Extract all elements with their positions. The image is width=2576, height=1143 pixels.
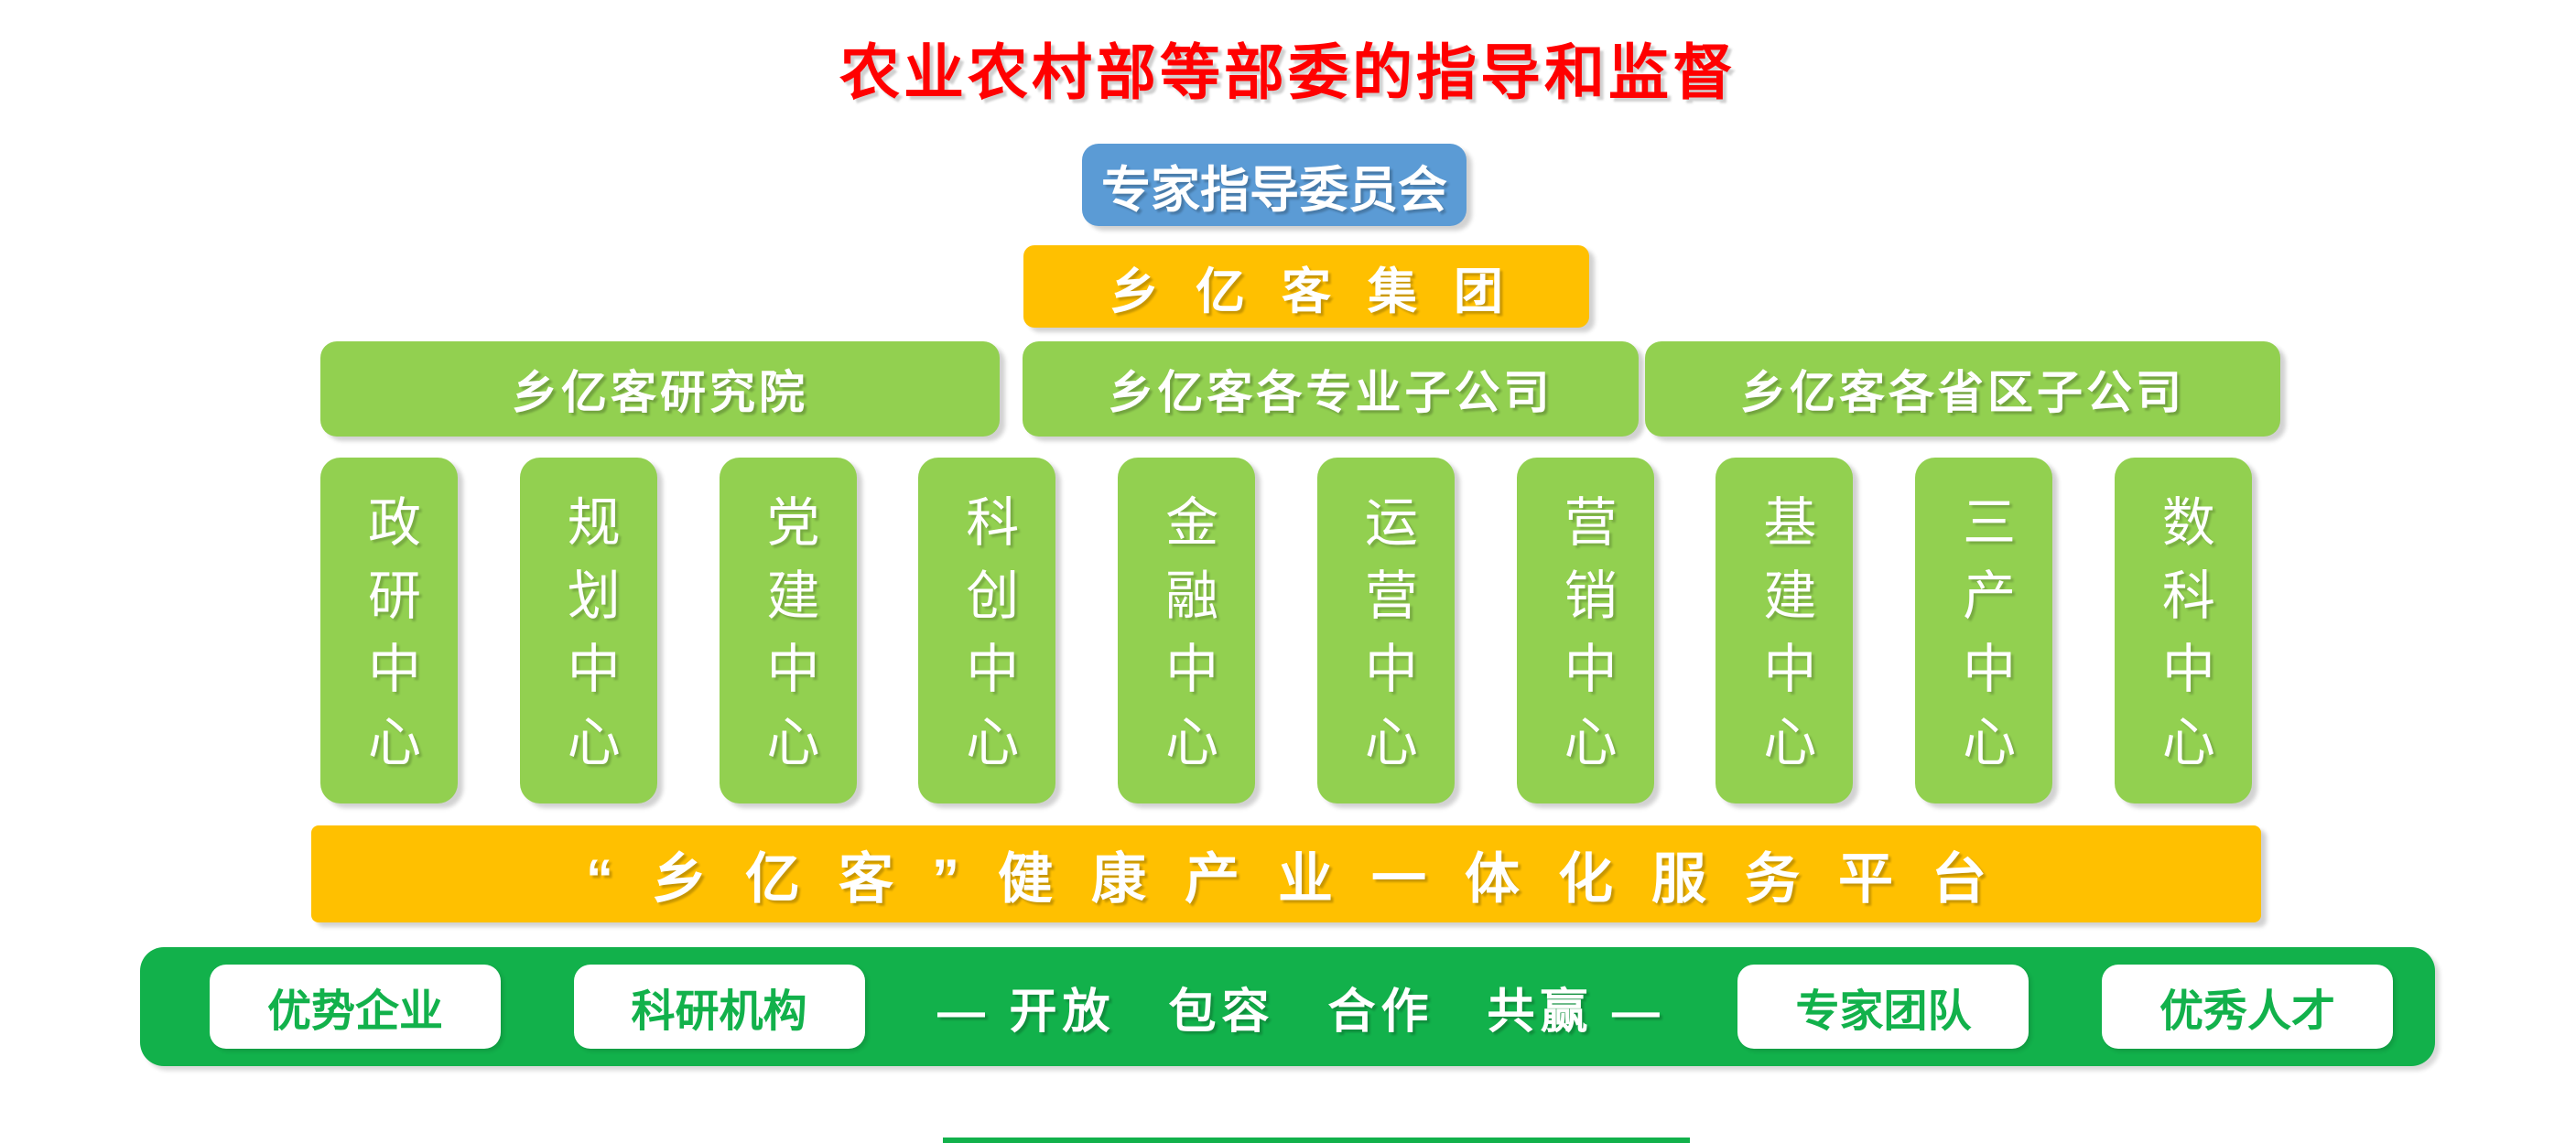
- center-label: 规划中心: [558, 494, 619, 787]
- platform-label: “乡亿客”健康产业一体化服务平台: [586, 847, 2025, 910]
- division-provincial-subsidiaries: 乡亿客各省区子公司: [1645, 341, 2280, 437]
- center-label: 科创中心: [958, 494, 1018, 787]
- center-label: 营销中心: [1555, 494, 1616, 787]
- platform-band: “乡亿客”健康产业一体化服务平台: [311, 825, 2261, 922]
- center-box-party-building: 党建中心: [719, 458, 857, 803]
- center-box-marketing: 营销中心: [1516, 458, 1654, 803]
- centers-row: 政研中心 规划中心 党建中心 科创中心 金融中心 运营中心 营销中心 基建中心 …: [320, 458, 2252, 803]
- center-label: 党建中心: [758, 494, 818, 787]
- bottom-edge-line: [943, 1138, 1690, 1143]
- center-label: 金融中心: [1157, 494, 1218, 787]
- center-box-infrastructure: 基建中心: [1716, 458, 1854, 803]
- division-label: 乡亿客各省区子公司: [1740, 367, 2185, 418]
- division-specialized-subsidiaries: 乡亿客各专业子公司: [1023, 341, 1639, 437]
- division-label: 乡亿客研究院: [512, 367, 808, 418]
- center-label: 基建中心: [1755, 494, 1815, 787]
- group-label: 乡亿客集团: [1109, 264, 1540, 319]
- center-box-operations: 运营中心: [1316, 458, 1455, 803]
- committee-label: 专家指导委员会: [1101, 162, 1447, 218]
- center-box-tertiary-industry: 三产中心: [1915, 458, 2053, 803]
- center-label: 数科中心: [2153, 494, 2213, 787]
- center-label: 运营中心: [1356, 494, 1416, 787]
- center-box-digital-science: 数科中心: [2114, 458, 2252, 803]
- partners-banner: 优势企业 科研机构 — 开放 包容 合作 共赢 — 专家团队 优秀人才: [140, 947, 2435, 1066]
- committee-box: 专家指导委员会: [1082, 144, 1467, 226]
- pill-research-institutions: 科研机构: [573, 965, 865, 1049]
- center-box-policy-research: 政研中心: [320, 458, 458, 803]
- headline: 农业农村部等部委的指导和监督: [839, 38, 1737, 106]
- center-label: 政研中心: [360, 494, 419, 787]
- center-box-finance: 金融中心: [1118, 458, 1256, 803]
- pill-outstanding-talents: 优秀人才: [2101, 965, 2393, 1049]
- division-research-institute: 乡亿客研究院: [320, 341, 1000, 437]
- center-box-sci-tech-innovation: 科创中心: [918, 458, 1056, 803]
- pill-advantage-enterprises: 优势企业: [210, 965, 501, 1049]
- partners-slogan: — 开放 包容 合作 共赢 —: [937, 985, 1665, 1039]
- center-box-planning: 规划中心: [519, 458, 657, 803]
- group-box: 乡亿客集团: [1023, 245, 1589, 328]
- pill-expert-teams: 专家团队: [1737, 965, 2029, 1049]
- center-label: 三产中心: [1954, 494, 2015, 787]
- division-label: 乡亿客各专业子公司: [1108, 367, 1553, 418]
